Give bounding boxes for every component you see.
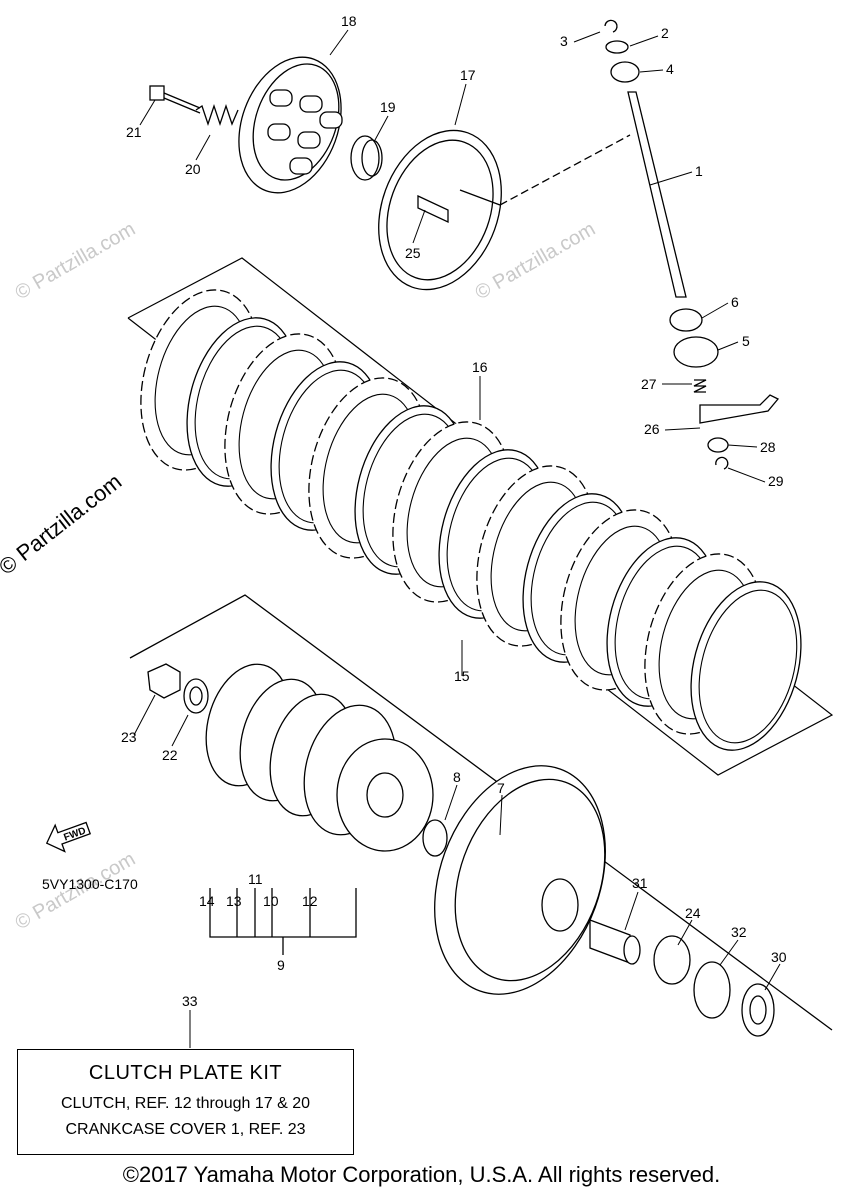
push-lever-shaft-group [604,19,780,470]
clutch-boss-group [129,594,833,1037]
clutch-plate-kit-box: CLUTCH PLATE KIT CLUTCH, REF. 12 through… [17,1049,354,1155]
watermark-faint-2: © Partzilla.com [472,218,600,304]
kit-title: CLUTCH PLATE KIT [88,1062,283,1084]
callout-20: 20 [185,161,201,177]
clutch-plate [690,581,802,751]
callout-25: 25 [405,245,421,261]
pressure-plate-group [149,56,631,291]
kit-line-crankcase: CRANKCASE COVER 1, REF. 23 [65,1121,306,1138]
clutch-plate-stack [127,257,834,776]
callout-leaders [133,29,781,1048]
callout-24: 24 [685,905,701,921]
callout-12: 12 [302,893,318,909]
callout-33: 33 [182,993,198,1009]
callout-7: 7 [497,780,505,796]
callout-30: 30 [771,949,787,965]
callout-16: 16 [472,359,488,375]
callout-1: 1 [695,163,703,179]
callout-19: 19 [380,99,396,115]
callout-13: 13 [226,893,242,909]
watermark-faint-1: © Partzilla.com [12,218,140,304]
plate-inner-ring [698,589,798,744]
callout-6: 6 [731,294,739,310]
callout-21: 21 [126,124,142,140]
callout-18: 18 [341,13,357,29]
callout-15: 15 [454,668,470,684]
diagram-ref-code: 5VY1300-C170 [42,876,138,892]
callout-28: 28 [760,439,776,455]
fwd-arrow-icon: FWD [45,821,92,853]
callout-14: 14 [199,893,215,909]
callout-26: 26 [644,421,660,437]
fwd-arrow-label: FWD [62,825,87,843]
callout-17: 17 [460,67,476,83]
callout-31: 31 [632,875,648,891]
callout-8: 8 [453,769,461,785]
callout-4: 4 [666,61,674,77]
callout-numbers: 1 2 3 4 5 6 7 8 9 10 11 12 13 14 15 16 1… [121,13,787,1009]
callout-11: 11 [248,871,263,887]
callout-22: 22 [162,747,178,763]
callout-9: 9 [277,957,285,973]
callout-10: 10 [263,893,279,909]
kit-line-clutch: CLUTCH, REF. 12 through 17 & 20 [60,1095,310,1112]
callout-2: 2 [661,25,669,41]
copyright-footer: ©2017 Yamaha Motor Corporation, U.S.A. A… [122,1162,721,1187]
callout-23: 23 [121,729,137,745]
callout-3: 3 [560,33,568,49]
callout-27: 27 [641,376,657,392]
callout-29: 29 [768,473,784,489]
callout-32: 32 [731,924,747,940]
callout-5: 5 [742,333,750,349]
